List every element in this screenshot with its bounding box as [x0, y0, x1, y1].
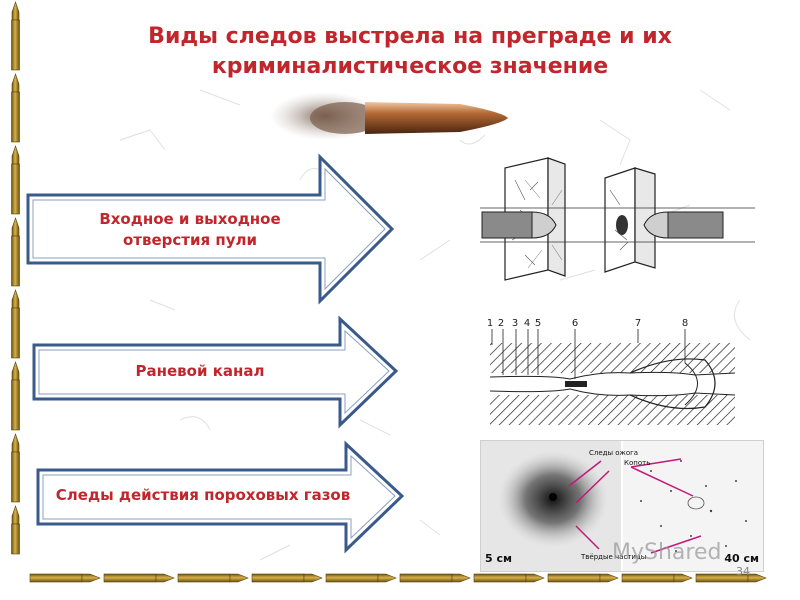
scale-right: 40 см [724, 552, 759, 565]
entry-exit-hole-illustration [480, 157, 755, 281]
channel-number-8: 8 [682, 318, 688, 329]
arrow-wound-channel-label: Раневой канал [135, 362, 265, 380]
arrow-powder-gases [36, 440, 405, 554]
channel-number-5: 5 [535, 318, 541, 329]
left-bullet-border [11, 1, 20, 555]
channel-number-1: 1 [487, 318, 493, 329]
flying-bullet-icon [270, 92, 508, 140]
channel-number-7: 7 [635, 318, 641, 329]
arrow-entry-exit [26, 153, 395, 305]
channel-number-6: 6 [572, 318, 578, 329]
wound-channel-diagram: 1 2 3 4 5 6 7 8 [487, 318, 736, 425]
arrow-powder-gases-label: Следы действия пороховых газов [55, 486, 351, 504]
arrow-wound-channel [32, 315, 399, 429]
arrow-entry-exit-label: Входное и выходное отверстия пули [99, 210, 281, 249]
channel-number-4: 4 [524, 318, 530, 329]
page-number: 34 [736, 565, 750, 578]
powder-gases-photo: Следы ожога Копоть Твёрдые частицы 5 см … [480, 440, 764, 572]
channel-number-2: 2 [498, 318, 504, 329]
label-particles: Твёрдые частицы [580, 553, 646, 561]
scale-left: 5 см [485, 552, 512, 565]
watermark: MyShared [612, 540, 722, 565]
label-burn: Следы ожога [589, 449, 638, 457]
channel-number-3: 3 [512, 318, 518, 329]
powder-photo-graphic: Следы ожога Копоть Твёрдые частицы [481, 441, 763, 571]
label-soot: Копоть [624, 459, 650, 467]
slide-title: Виды следов выстрела на преграде и их кр… [148, 24, 672, 79]
